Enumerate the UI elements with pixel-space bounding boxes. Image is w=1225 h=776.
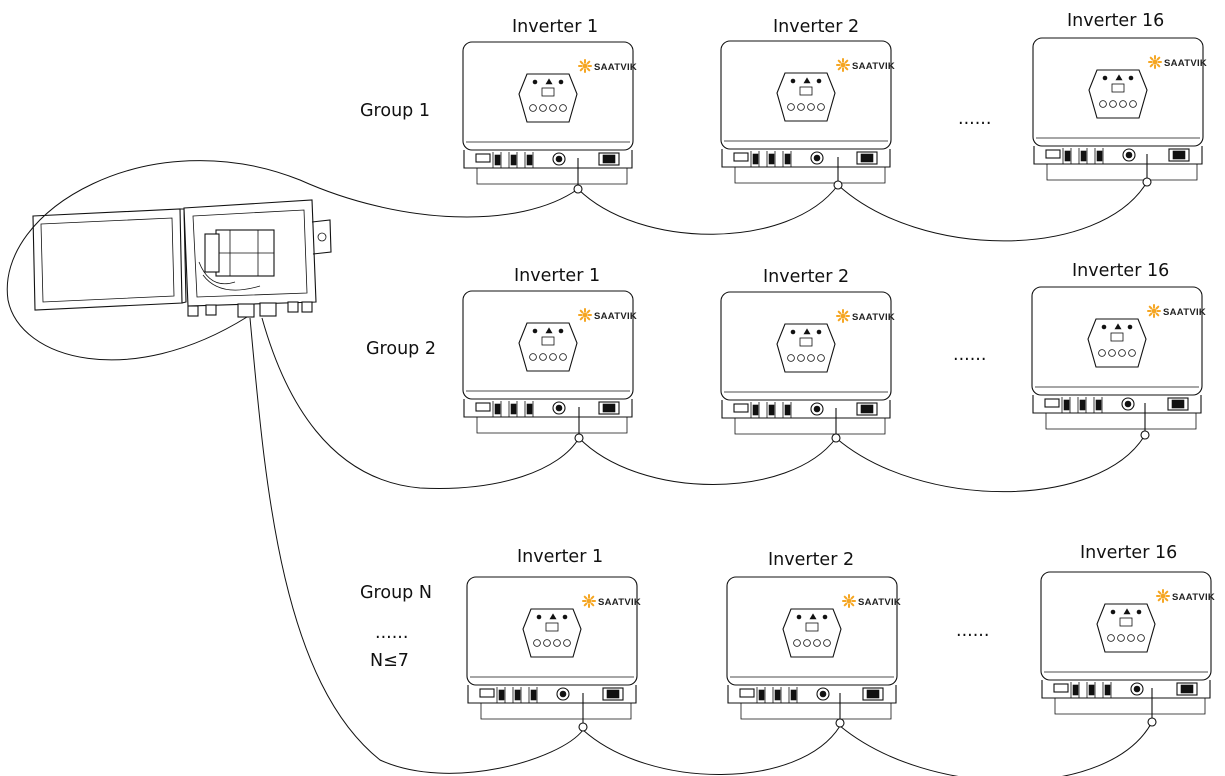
sun-logo-icon xyxy=(578,308,592,322)
svg-text:SAATVIK: SAATVIK xyxy=(1163,307,1206,318)
group-2-inverter-2: SAATVIK xyxy=(720,291,895,443)
group-n-inverter-16-label: Inverter 16 xyxy=(1080,543,1177,563)
group-n-ellipsis-row: ...... xyxy=(956,621,989,641)
communication-wires xyxy=(6,160,1153,776)
group-2-inverter-1: SAATVIK xyxy=(462,290,637,443)
sun-logo-icon xyxy=(836,309,850,323)
svg-text:SAATVIK: SAATVIK xyxy=(594,62,637,73)
svg-text:SAATVIK: SAATVIK xyxy=(858,597,901,608)
group-1-inverter-16-label: Inverter 16 xyxy=(1067,11,1164,31)
sun-logo-icon xyxy=(1156,589,1170,603)
group-1-label: Group 1 xyxy=(360,101,430,121)
svg-text:SAATVIK: SAATVIK xyxy=(852,61,895,72)
sun-logo-icon xyxy=(582,594,596,608)
group-2-inverter-1-label: Inverter 1 xyxy=(514,266,600,286)
svg-text:SAATVIK: SAATVIK xyxy=(852,312,895,323)
group-n-inverter-2: SAATVIK xyxy=(726,576,901,728)
group-2-ellipsis: ...... xyxy=(953,345,986,365)
group-n-limit: N≤7 xyxy=(370,651,409,671)
group-1-ellipsis: ...... xyxy=(958,109,991,129)
group-2-label: Group 2 xyxy=(366,339,436,359)
data-logger-box xyxy=(32,199,332,318)
sun-logo-icon xyxy=(578,59,592,73)
group-2-inverter-2-label: Inverter 2 xyxy=(763,267,849,287)
sun-logo-icon xyxy=(836,58,850,72)
group-n-inverter-2-label: Inverter 2 xyxy=(768,550,854,570)
group-1-inverter-1-label: Inverter 1 xyxy=(512,17,598,37)
group-1-inverter-1: SAATVIK xyxy=(462,41,637,194)
group-n-inverter-1-label: Inverter 1 xyxy=(517,547,603,567)
svg-text:SAATVIK: SAATVIK xyxy=(1164,58,1207,69)
group-2-inverter-16-label: Inverter 16 xyxy=(1072,261,1169,281)
group-n-ellipsis: ...... xyxy=(375,623,408,643)
sun-logo-icon xyxy=(1147,304,1161,318)
svg-text:SAATVIK: SAATVIK xyxy=(594,311,637,322)
group-n-inverter-1: SAATVIK xyxy=(466,576,641,732)
group-n-label: Group N xyxy=(360,583,432,603)
svg-text:SAATVIK: SAATVIK xyxy=(1172,592,1215,603)
sun-logo-icon xyxy=(842,594,856,608)
group-1-inverter-2: SAATVIK xyxy=(720,40,895,190)
group-1-inverter-16: SAATVIK xyxy=(1032,37,1207,187)
group-1-inverter-2-label: Inverter 2 xyxy=(773,17,859,37)
group-2-inverter-16: SAATVIK xyxy=(1031,286,1206,440)
sun-logo-icon xyxy=(1148,55,1162,69)
group-n-inverter-16: SAATVIK xyxy=(1040,571,1215,727)
svg-text:SAATVIK: SAATVIK xyxy=(598,597,641,608)
